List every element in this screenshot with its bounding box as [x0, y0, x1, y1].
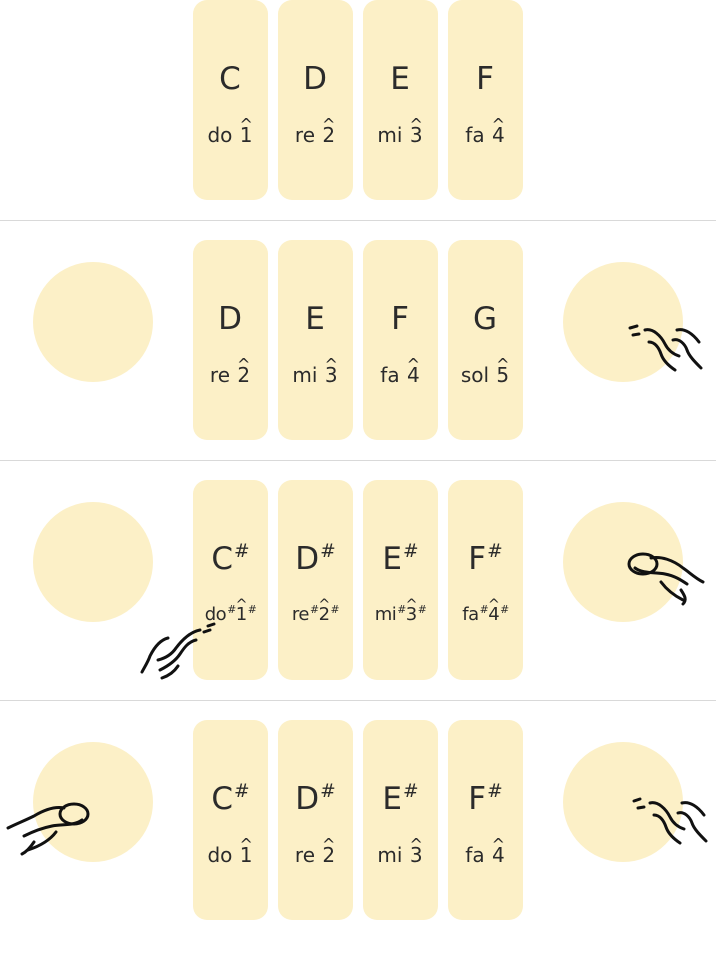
swipe-hand-icon	[138, 620, 218, 680]
note-name: D	[303, 61, 327, 98]
key-2[interactable]: D# re#2#	[278, 480, 353, 680]
key-1[interactable]: C do 1	[193, 0, 268, 200]
solfege-degree: fa 4	[448, 114, 523, 151]
note-name: E#	[382, 541, 419, 578]
solfege-degree: mi#3#	[363, 594, 438, 631]
row-1: C do 1 D re 2 E mi 3 F fa 4	[0, 0, 716, 240]
solfege-degree: mi 3	[363, 834, 438, 871]
note-name: D#	[295, 541, 336, 578]
note-name: F	[391, 301, 409, 338]
solfege-degree: do 1	[193, 114, 268, 151]
row-divider	[0, 220, 716, 221]
press-hand-icon	[4, 798, 99, 858]
key-4[interactable]: F fa 4	[448, 0, 523, 200]
solfege-degree: do 1	[193, 834, 268, 871]
note-name: D#	[295, 781, 336, 818]
solfege-degree: mi 3	[363, 114, 438, 151]
key-1[interactable]: D re 2	[193, 240, 268, 440]
key-1[interactable]: C# do#1#	[193, 480, 268, 680]
row-4: C# do 1 D# re 2 E# mi 3 F# fa 4	[0, 720, 716, 960]
note-name: C	[219, 61, 241, 98]
note-name: E	[390, 61, 410, 98]
row-2: D re 2 E mi 3 F fa 4 G sol 5	[0, 240, 716, 480]
key-chart: C do 1 D re 2 E mi 3 F fa 4 D re 2	[0, 0, 716, 920]
solfege-degree: fa#4#	[448, 594, 523, 631]
key-3[interactable]: E# mi 3	[363, 720, 438, 920]
solfege-degree: re#2#	[278, 594, 353, 631]
right-circle-button[interactable]	[563, 742, 683, 862]
note-name: F#	[468, 781, 503, 818]
note-name: F#	[468, 541, 503, 578]
key-3[interactable]: F fa 4	[363, 240, 438, 440]
key-4[interactable]: G sol 5	[448, 240, 523, 440]
note-name: C#	[211, 541, 250, 578]
key-3[interactable]: E mi 3	[363, 0, 438, 200]
key-2[interactable]: D# re 2	[278, 720, 353, 920]
swipe-hand-icon	[625, 320, 716, 385]
solfege-degree: fa 4	[448, 834, 523, 871]
solfege-degree: fa 4	[363, 354, 438, 391]
key-2[interactable]: D re 2	[278, 0, 353, 200]
solfege-degree: re 2	[193, 354, 268, 391]
left-circle-button[interactable]	[33, 742, 153, 862]
left-circle-button[interactable]	[33, 502, 153, 622]
right-circle-button[interactable]	[563, 502, 683, 622]
row-divider	[0, 460, 716, 461]
left-circle-button[interactable]	[33, 262, 153, 382]
row-3: C# do#1# D# re#2# E# mi#3# F# fa#4#	[0, 480, 716, 720]
note-name: E#	[382, 781, 419, 818]
swipe-hand-icon	[630, 795, 715, 860]
key-1[interactable]: C# do 1	[193, 720, 268, 920]
right-circle-button[interactable]	[563, 262, 683, 382]
note-name: G	[472, 301, 498, 338]
key-4[interactable]: F# fa 4	[448, 720, 523, 920]
key-3[interactable]: E# mi#3#	[363, 480, 438, 680]
note-name: C#	[211, 781, 250, 818]
note-name: E	[305, 301, 325, 338]
solfege-degree: mi 3	[278, 354, 353, 391]
solfege-degree: sol 5	[448, 354, 523, 391]
solfege-degree: re 2	[278, 114, 353, 151]
key-2[interactable]: E mi 3	[278, 240, 353, 440]
note-name: D	[218, 301, 242, 338]
row-divider	[0, 700, 716, 701]
solfege-degree: do#1#	[193, 594, 268, 631]
press-hand-icon	[625, 550, 715, 610]
note-name: F	[476, 61, 494, 98]
key-4[interactable]: F# fa#4#	[448, 480, 523, 680]
solfege-degree: re 2	[278, 834, 353, 871]
